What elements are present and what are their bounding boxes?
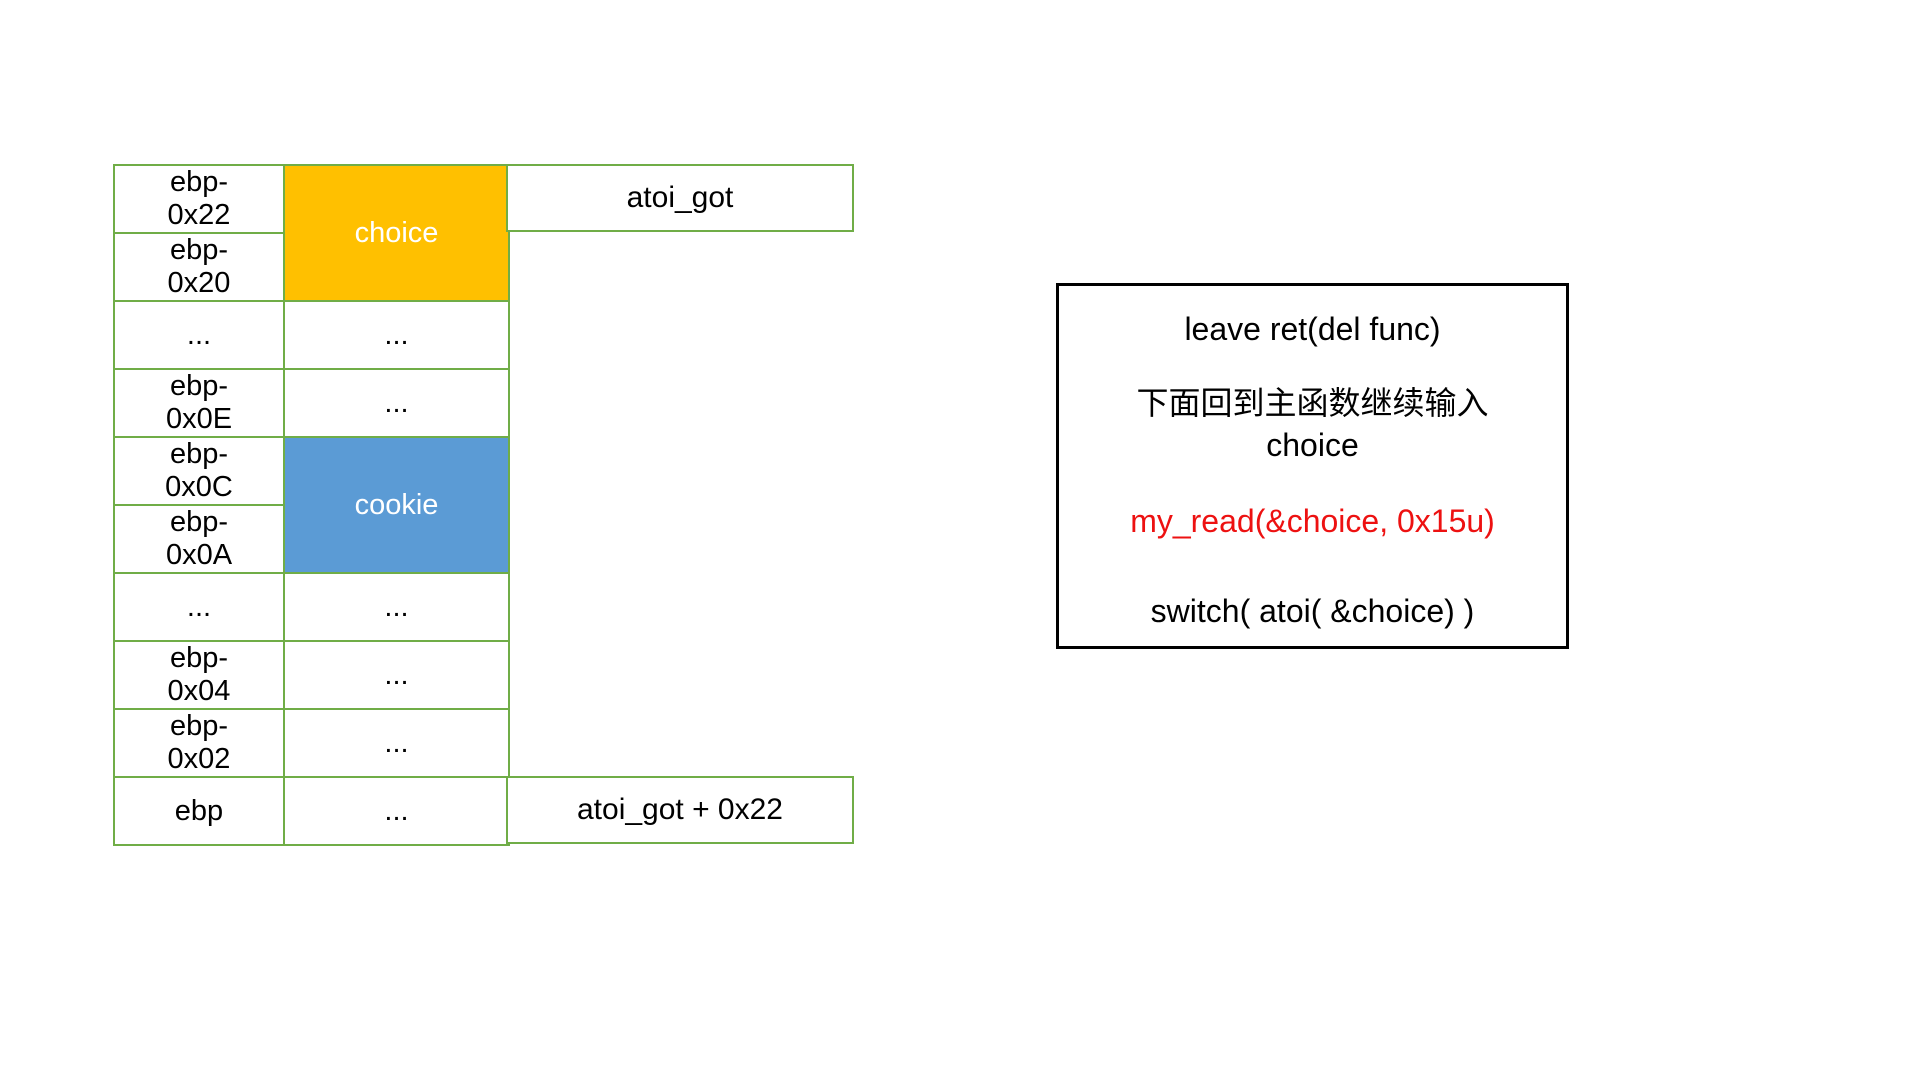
stack-offset-ebp-0x04: ebp- 0x04 xyxy=(113,640,285,710)
table-row: ebp- 0x0A xyxy=(113,504,509,574)
atoi-got-box: atoi_got xyxy=(506,164,854,232)
table-row: ebp- 0x20 xyxy=(113,232,509,302)
table-row: ebp- 0x22 choice xyxy=(113,164,510,302)
stack-offset-ebp: ebp xyxy=(113,776,285,846)
note-my-read: my_read(&choice, 0x15u) xyxy=(1130,503,1495,539)
table-row: ... ... xyxy=(113,300,510,370)
stack-cell-choice: choice xyxy=(283,164,510,302)
table-row: ebp- 0x04 ... xyxy=(113,640,510,710)
stack-value-ellipsis: ... xyxy=(283,300,510,370)
table-row: ebp- 0x0E ... xyxy=(113,368,510,438)
stack-value-ellipsis: ... xyxy=(283,368,510,438)
note-box: leave ret(del func) 下面回到主函数继续输入 choice m… xyxy=(1056,283,1569,649)
atoi-got-label: atoi_got xyxy=(626,181,734,214)
stack-offset-ebp-0x02: ebp- 0x02 xyxy=(113,708,285,778)
table-row: ebp- 0x0C cookie xyxy=(113,436,510,574)
atoi-got-offset-label: atoi_got + 0x22 xyxy=(576,793,783,826)
note-return-main: 下面回到主函数继续输入 choice xyxy=(1136,385,1489,463)
atoi-got-offset-box: atoi_got + 0x22 xyxy=(506,776,854,844)
stack-value-ellipsis: ... xyxy=(283,708,510,778)
table-row: ebp ... xyxy=(113,776,510,846)
stack-offset-ebp-0x0C: ebp- 0x0C xyxy=(113,436,285,506)
stack-offset-ellipsis: ... xyxy=(113,300,285,370)
table-row: ... ... xyxy=(113,572,510,642)
stack-value-ellipsis: ... xyxy=(283,572,510,642)
note-switch-atoi: switch( atoi( &choice) ) xyxy=(1150,593,1475,629)
stack-offset-ellipsis: ... xyxy=(113,572,285,642)
stack-table: ebp- 0x22 choice ebp- 0x20 ... ... ebp- … xyxy=(113,164,510,846)
table-row: ebp- 0x02 ... xyxy=(113,708,510,778)
stack-offset-ebp-0x0A: ebp- 0x0A xyxy=(113,504,285,574)
stack-value-ellipsis: ... xyxy=(283,640,510,710)
stack-offset-ebp-0x20: ebp- 0x20 xyxy=(113,232,285,302)
stack-offset-ebp-0x22: ebp- 0x22 xyxy=(113,164,285,234)
stack-value-ellipsis: ... xyxy=(283,776,510,846)
note-leave-ret: leave ret(del func) xyxy=(1184,311,1441,347)
stack-offset-ebp-0x0E: ebp- 0x0E xyxy=(113,368,285,438)
stack-cell-cookie: cookie xyxy=(283,436,510,574)
